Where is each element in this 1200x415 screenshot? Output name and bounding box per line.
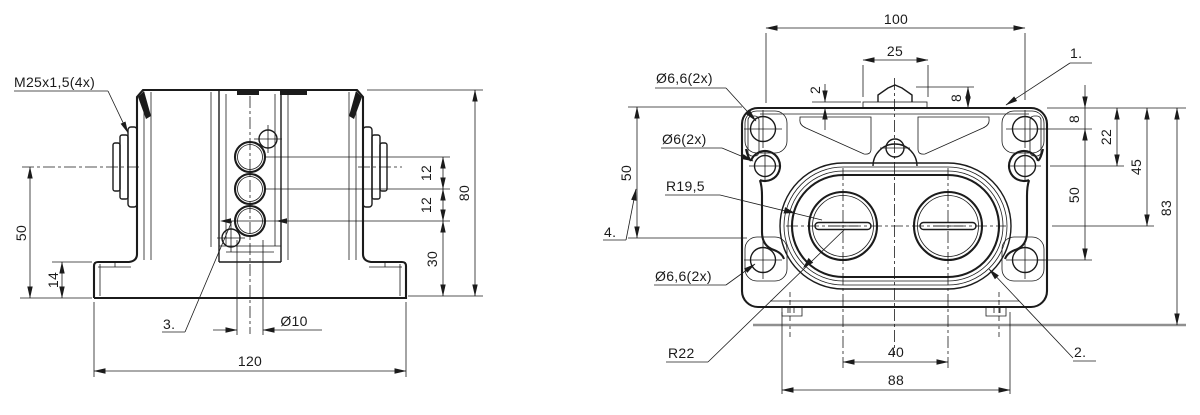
dim-front-12b-label: 12 (418, 197, 434, 213)
thread-callout: M25x1,5(4x) (14, 74, 129, 134)
dim-side-right-chain: 8 50 22 45 83 (1038, 85, 1186, 326)
note-1-label: 1. (1070, 45, 1082, 61)
dim-front-dia10-label: Ø10 (280, 313, 307, 329)
dim-side-2-label: 2 (807, 86, 823, 94)
bolt-holes-top-label: Ø6,6(2x) (656, 70, 713, 86)
front-view: M25x1,5(4x) 3. 50 14 (13, 74, 483, 377)
pocket-radius-label: R19,5 (666, 178, 705, 194)
side-centerlines (786, 78, 1006, 368)
dim-front-30-label: 30 (424, 251, 440, 267)
callout-bolt-holes-bottom: Ø6,6(2x) (654, 263, 756, 286)
callout-note-4: 4. (603, 188, 637, 241)
thread-callout-label: M25x1,5(4x) (14, 74, 95, 90)
dim-side-8-top: 8 (916, 86, 974, 109)
dim-side-40-label: 40 (888, 344, 904, 360)
callout-outer-radius: R22 (666, 228, 846, 363)
front-centerlines (22, 96, 402, 334)
dim-side-88-label: 88 (888, 372, 904, 388)
dim-side-100: 100 (765, 11, 1026, 103)
side-view: 100 25 2 8 (603, 11, 1186, 394)
dim-side-40-88: 40 88 (781, 312, 1011, 394)
side-gland-pocket (779, 138, 1012, 290)
note-3-callout: 3. (162, 220, 233, 333)
dim-front-120-label: 120 (238, 353, 262, 369)
dim-front-50: 50 (13, 166, 92, 299)
note-3-label: 3. (163, 316, 175, 332)
callout-bolt-holes-top: Ø6,6(2x) (655, 70, 757, 122)
dim-side-83-label: 83 (1158, 200, 1174, 216)
dim-side-45-label: 45 (1128, 159, 1144, 175)
dim-side-2: 2 (807, 84, 861, 130)
dim-side-25: 25 (862, 43, 929, 97)
dim-front-12a-label: 12 (418, 165, 434, 181)
callout-pocket-radius: R19,5 (665, 178, 823, 221)
bolt-holes-bottom-label: Ø6,6(2x) (655, 268, 712, 284)
side-mounting-holes (744, 110, 1044, 279)
side-body-outline (740, 84, 1186, 340)
note-2-label: 2. (1074, 344, 1086, 360)
dim-side-50-right-label: 50 (1066, 187, 1082, 203)
top-edge-mark-right (280, 90, 307, 95)
dim-front-80-label: 80 (456, 185, 472, 201)
dim-front-14: 14 (45, 261, 92, 299)
dim-side-50-left-label: 50 (618, 165, 634, 181)
pin-holes-label: Ø6(2x) (662, 131, 707, 147)
front-foot-outline (92, 253, 408, 300)
dim-side-100-label: 100 (884, 11, 908, 27)
outer-radius-label: R22 (668, 345, 695, 361)
dim-front-120: 120 (93, 302, 407, 377)
clip-hat (877, 84, 913, 102)
dim-side-25-label: 25 (887, 43, 903, 59)
corner-bevel-right (349, 91, 362, 119)
callout-note-2: 2. (988, 268, 1096, 362)
dim-side-8-right-label: 8 (1066, 115, 1082, 123)
note-4-label: 4. (604, 224, 616, 240)
corner-bevel-left (138, 91, 151, 119)
dim-side-22-label: 22 (1098, 129, 1114, 145)
callout-pin-holes: Ø6(2x) (661, 131, 754, 162)
dim-front-dia10: Ø10 (213, 240, 322, 335)
callout-note-1: 1. (1005, 45, 1092, 106)
dim-side-50-left: 50 (618, 106, 747, 239)
clip-plate (862, 101, 928, 109)
dim-front-50-label: 50 (13, 225, 29, 241)
dim-side-8-top-label: 8 (948, 94, 964, 102)
top-edge-mark-left (237, 90, 259, 95)
dim-front-14-label: 14 (45, 272, 61, 288)
dim-front-chain: 12 12 30 80 (226, 89, 483, 297)
